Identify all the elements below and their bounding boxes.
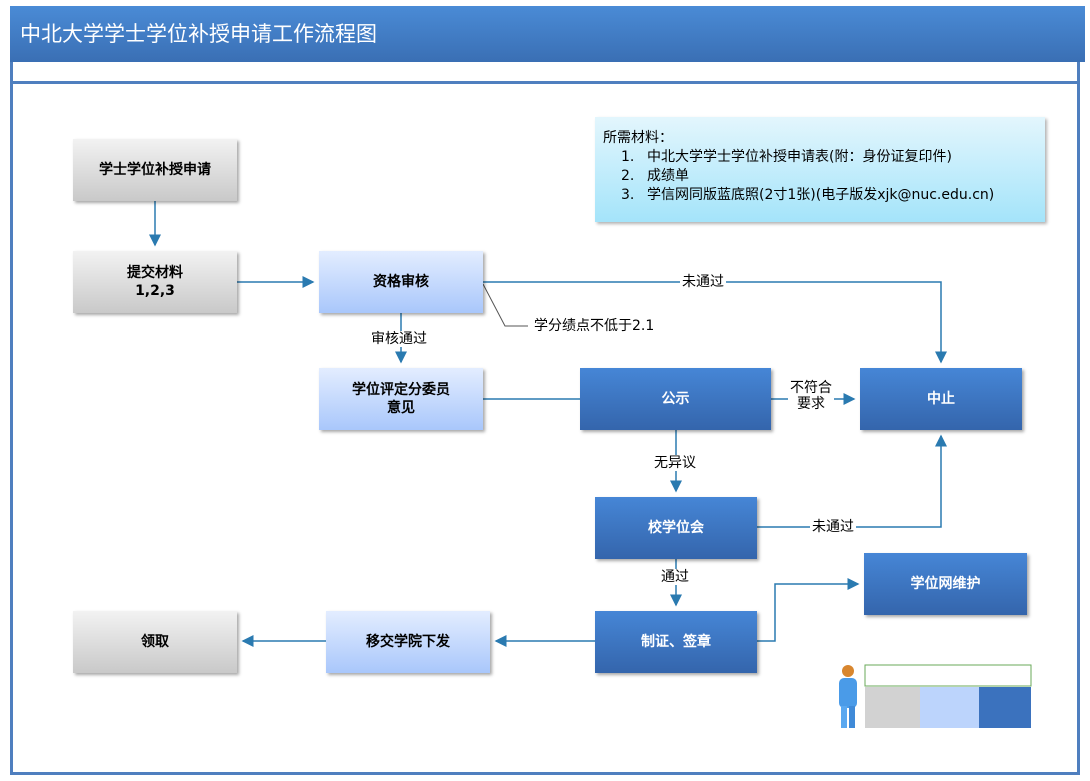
node-certify: 制证、签章 bbox=[595, 611, 757, 673]
label-pass-review: 审核通过 bbox=[369, 331, 429, 347]
item-text: 学信网同版蓝底照(2寸1张)(电子版发xjk@nuc.edu.cn) bbox=[647, 187, 995, 203]
item-num: 1. bbox=[621, 149, 635, 165]
item-text: 成绩单 bbox=[647, 168, 689, 184]
node-stop: 中止 bbox=[860, 368, 1022, 430]
node-transfer: 移交学院下发 bbox=[326, 611, 490, 673]
node-qualify: 资格审核 bbox=[319, 251, 483, 313]
arrow-qualify-stop bbox=[483, 281, 947, 364]
item-num: 2. bbox=[621, 168, 635, 184]
page-title: 中北大学学士学位补授申请工作流程图 bbox=[10, 6, 1085, 62]
material-item: 2. 成绩单 bbox=[603, 167, 1037, 186]
material-item: 3. 学信网同版蓝底照(2寸1张)(电子版发xjk@nuc.edu.cn) bbox=[603, 186, 1037, 205]
node-network: 学位网维护 bbox=[864, 553, 1027, 615]
diagram-frame bbox=[10, 81, 1080, 775]
node-receive: 领取 bbox=[73, 611, 237, 673]
node-apply: 学士学位补授申请 bbox=[73, 139, 237, 201]
label-gpa: 学分绩点不低于2.1 bbox=[532, 318, 657, 334]
label-fail-qualify: 未通过 bbox=[680, 274, 726, 290]
label-fail-council: 未通过 bbox=[810, 519, 856, 535]
materials-note: 所需材料： 1. 中北大学学士学位补授申请表(附：身份证复印件) 2. 成绩单 3.… bbox=[595, 117, 1045, 222]
arrow-certify-network bbox=[757, 578, 860, 642]
item-num: 3. bbox=[621, 187, 635, 203]
node-council: 校学位会 bbox=[595, 497, 757, 559]
label-no-objection: 无异议 bbox=[652, 455, 698, 471]
frame-strip bbox=[10, 62, 1080, 82]
item-text: 中北大学学士学位补授申请表(附：身份证复印件) bbox=[647, 149, 952, 165]
label-pass: 通过 bbox=[659, 569, 691, 585]
arrow-council-stop bbox=[757, 434, 947, 528]
node-publicize: 公示 bbox=[580, 368, 771, 430]
materials-heading: 所需材料： bbox=[603, 130, 673, 146]
label-not-meet: 不符合 要求 bbox=[788, 380, 834, 412]
node-committee: 学位评定分委员 意见 bbox=[319, 368, 483, 430]
callout-line bbox=[482, 283, 528, 327]
node-submit: 提交材料 1,2,3 bbox=[73, 251, 237, 313]
material-item: 1. 中北大学学士学位补授申请表(附：身份证复印件) bbox=[603, 148, 1037, 167]
